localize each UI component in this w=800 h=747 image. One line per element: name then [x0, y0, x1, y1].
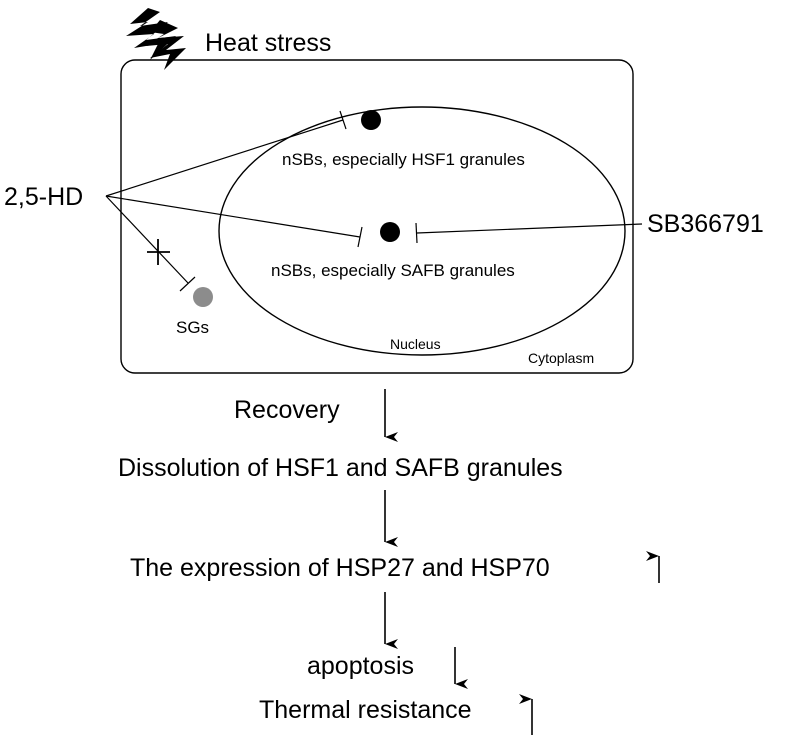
thermal-resistance-label: Thermal resistance	[259, 696, 472, 724]
inhibit-bar-hsf1	[339, 110, 347, 130]
safb-granule-label: nSBs, especially SAFB granules	[271, 261, 515, 280]
inhibit-line-sgs	[105, 195, 189, 284]
hsf1-granule-label: nSBs, especially HSF1 granules	[282, 150, 525, 169]
inhibit-bar-sgs	[179, 276, 196, 292]
inhibit-bar-safb	[357, 226, 363, 248]
hsp-expression-label: The expression of HSP27 and HSP70	[130, 554, 550, 582]
stress-granule-dot	[193, 287, 213, 307]
recovery-label: Recovery	[234, 396, 340, 424]
cell-boundary	[120, 59, 634, 374]
compound-2-5-hd-label: 2,5-HD	[4, 183, 83, 211]
inhibition-lines	[105, 110, 643, 292]
nucleus-label: Nucleus	[390, 336, 441, 352]
compound-sb366791-label: SB366791	[647, 210, 764, 238]
nucleus-boundary	[218, 106, 626, 356]
apoptosis-label: apoptosis	[307, 652, 414, 680]
heat-stress-label: Heat stress	[205, 29, 331, 57]
lightning-bolt-icon	[126, 8, 186, 70]
inhibit-bar-sb366791	[415, 222, 418, 244]
hsf1-granule-dot	[361, 110, 381, 130]
inhibit-line-safb	[105, 195, 361, 238]
inhibit-line-sb366791	[416, 223, 643, 234]
cytoplasm-label: Cytoplasm	[528, 350, 594, 366]
safb-granule-dot	[380, 222, 400, 242]
dissolution-label: Dissolution of HSF1 and SAFB granules	[118, 454, 563, 482]
stress-granule-label: SGs	[176, 318, 209, 337]
inhibit-line-hsf1	[105, 119, 344, 197]
